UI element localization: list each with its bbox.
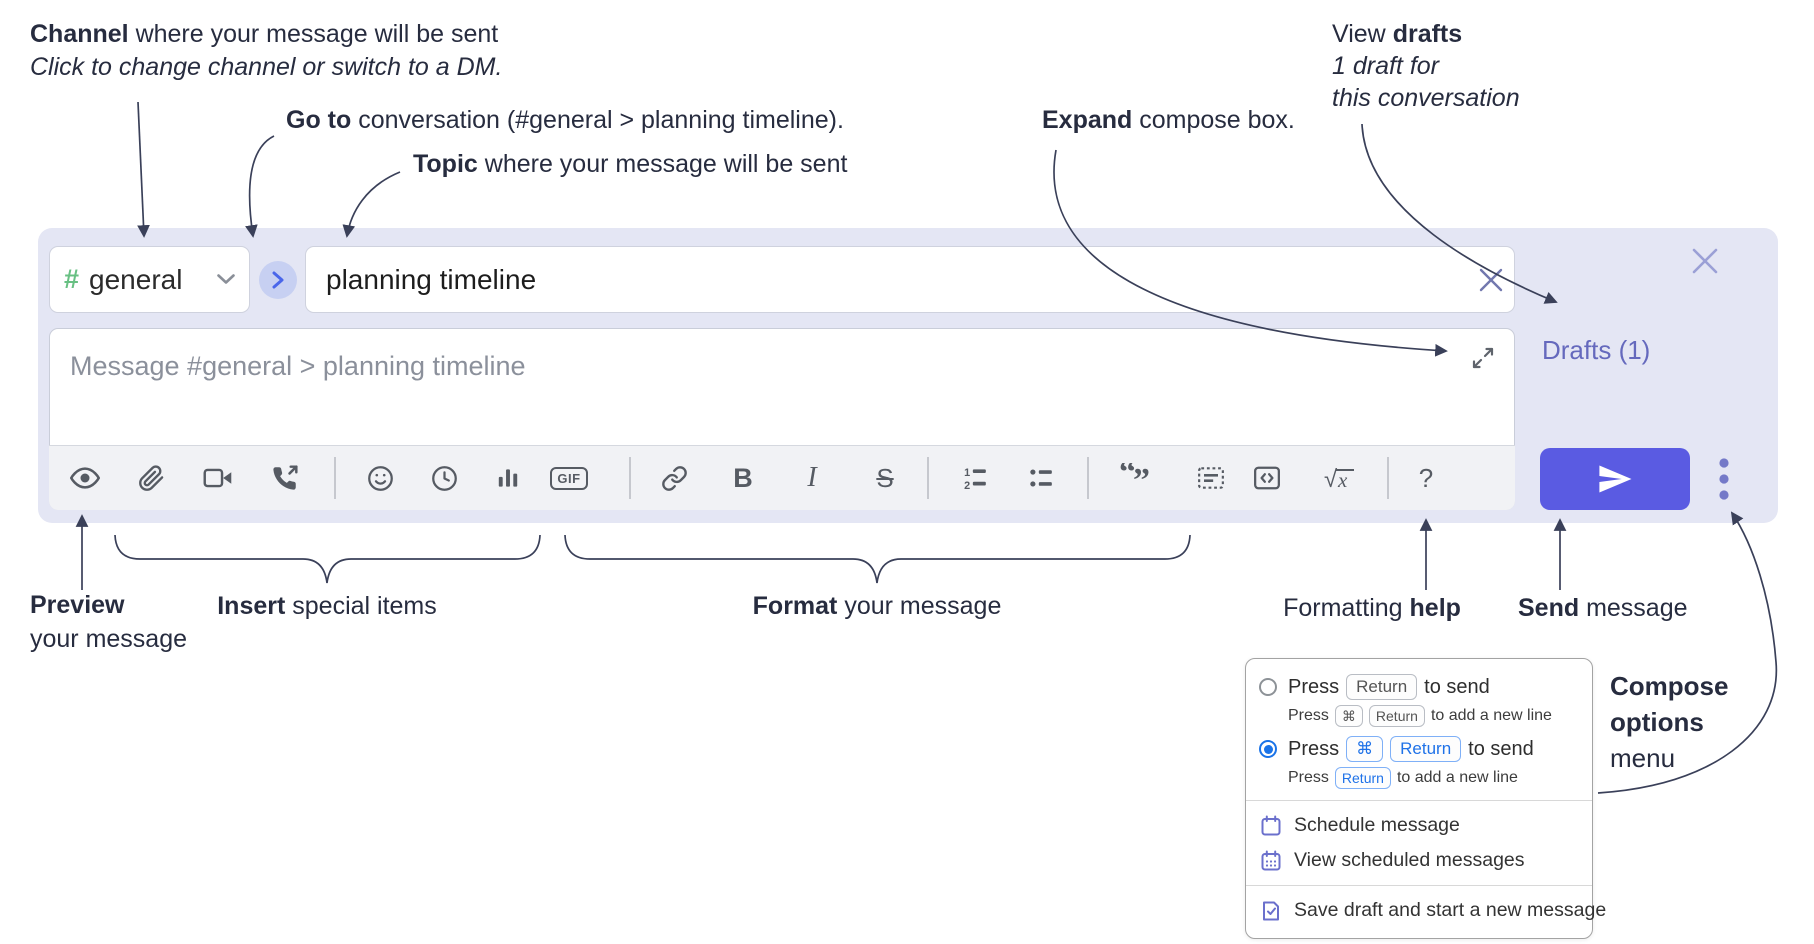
link-icon[interactable]	[656, 460, 692, 496]
view-scheduled-messages-item[interactable]: View scheduled messages	[1246, 843, 1592, 878]
go-to-conversation-button[interactable]	[259, 261, 297, 299]
channel-hash-icon: #	[64, 264, 80, 294]
drafts-link[interactable]: Drafts (1)	[1542, 335, 1651, 365]
popup-divider	[1246, 800, 1592, 801]
channel-annotation: Channel where your message will be sent …	[30, 18, 502, 84]
quote-icon[interactable]: “ ”	[1117, 460, 1153, 496]
send-button[interactable]	[1540, 448, 1690, 510]
close-x-icon	[1692, 248, 1718, 274]
goto-connector	[245, 135, 275, 238]
svg-text:1: 1	[964, 467, 970, 479]
numbered-list-icon[interactable]: 1 2	[957, 460, 993, 496]
return-key-label: Return	[1390, 736, 1462, 762]
video-call-icon[interactable]	[200, 460, 236, 496]
popup-divider	[1246, 885, 1592, 886]
goto-annotation: Go to conversation (#general > planning …	[286, 106, 844, 134]
return-key-label: Return	[1368, 705, 1425, 727]
gif-icon[interactable]: GIF	[550, 460, 588, 496]
compose-options-menu-button[interactable]	[1712, 456, 1736, 502]
expand-compose-button[interactable]	[1468, 343, 1498, 373]
topic-clear-button[interactable]	[1468, 257, 1514, 303]
bulleted-list-icon[interactable]	[1023, 460, 1059, 496]
toolbar-divider	[1087, 457, 1089, 499]
insert-brace	[114, 534, 541, 584]
poll-bar-chart-icon[interactable]	[490, 460, 526, 496]
channel-connector	[137, 101, 150, 238]
enter-sends-option[interactable]: Press Return to send Press ⌘ Return to a…	[1246, 669, 1592, 731]
toolbar-divider	[927, 457, 929, 499]
schedule-message-item[interactable]: Schedule message	[1246, 808, 1592, 843]
message-input[interactable]	[50, 329, 1514, 444]
code-icon[interactable]	[1249, 460, 1285, 496]
preview-annotation: Preview your message	[30, 591, 188, 653]
bold-icon[interactable]: B	[733, 462, 753, 493]
send-annotation: Send message	[1518, 594, 1688, 622]
channel-name: general	[89, 263, 183, 295]
strikethrough-icon[interactable]: S	[876, 462, 894, 493]
channel-selector[interactable]: # general	[49, 246, 250, 313]
topic-connector	[342, 171, 401, 238]
voice-call-icon[interactable]	[266, 460, 302, 496]
formatting-help-icon[interactable]: ?	[1418, 462, 1434, 493]
compose-options-annotation: Compose options menu	[1610, 671, 1729, 773]
compose-close-button[interactable]	[1688, 244, 1722, 278]
cmd-enter-sends-option[interactable]: Press ⌘ Return to send Press Return to a…	[1246, 731, 1592, 793]
vertical-dots-icon	[1719, 458, 1729, 500]
topic-input-box	[305, 246, 1515, 313]
view-drafts-annotation: View drafts 1 draft for this conversatio…	[1332, 20, 1520, 112]
channel-annotation-sub: Click to change channel or switch to a D…	[30, 53, 503, 81]
send-paper-plane-icon	[1599, 465, 1632, 493]
svg-text:√: √	[1324, 466, 1338, 492]
emoji-smiley-icon[interactable]	[362, 460, 398, 496]
preview-eye-icon[interactable]	[67, 460, 103, 496]
attach-paperclip-icon[interactable]	[133, 460, 169, 496]
spoiler-icon[interactable]	[1193, 460, 1229, 496]
toolbar-divider	[334, 457, 336, 499]
formatting-help-annotation: Formatting help	[1283, 594, 1461, 622]
topic-annotation: Topic where your message will be sent	[413, 150, 848, 178]
save-draft-new-message-item[interactable]: Save draft and start a new message	[1246, 893, 1606, 928]
calendar-icon	[1261, 815, 1281, 835]
expand-diagonal-icon	[1472, 347, 1494, 369]
format-brace	[564, 534, 1191, 584]
radio-unselected-icon[interactable]	[1259, 678, 1277, 696]
x-icon	[1479, 268, 1503, 291]
toolbar-divider	[1387, 457, 1389, 499]
svg-text:2: 2	[964, 480, 970, 491]
toolbar-divider	[629, 457, 631, 499]
format-annotation: Format your message	[752, 592, 1002, 620]
return-key-label: Return	[1334, 767, 1391, 789]
calendar-grid-icon	[1261, 850, 1281, 870]
svg-text:x: x	[1337, 468, 1348, 492]
svg-text:”: ”	[1133, 463, 1150, 493]
draft-save-icon	[1263, 901, 1279, 920]
cmd-key-label: ⌘	[1346, 736, 1384, 762]
cmd-key-label: ⌘	[1334, 705, 1363, 727]
insert-annotation: Insert special items	[217, 592, 437, 620]
channel-annotation-bold: Channel	[30, 20, 129, 48]
topic-input[interactable]	[306, 263, 1468, 296]
chevron-right-icon	[272, 271, 284, 289]
italic-icon[interactable]: I	[807, 462, 817, 493]
radio-selected-icon[interactable]	[1259, 740, 1277, 758]
time-clock-icon[interactable]	[426, 460, 462, 496]
return-key-label: Return	[1346, 674, 1418, 700]
chevron-down-icon	[217, 274, 235, 284]
compose-options-popup: Press Return to send Press ⌘ Return to a…	[1245, 658, 1606, 939]
svg-text:“: “	[1119, 463, 1136, 491]
math-icon[interactable]: √ x	[1322, 460, 1358, 496]
expand-annotation: Expand compose box.	[1042, 106, 1295, 134]
